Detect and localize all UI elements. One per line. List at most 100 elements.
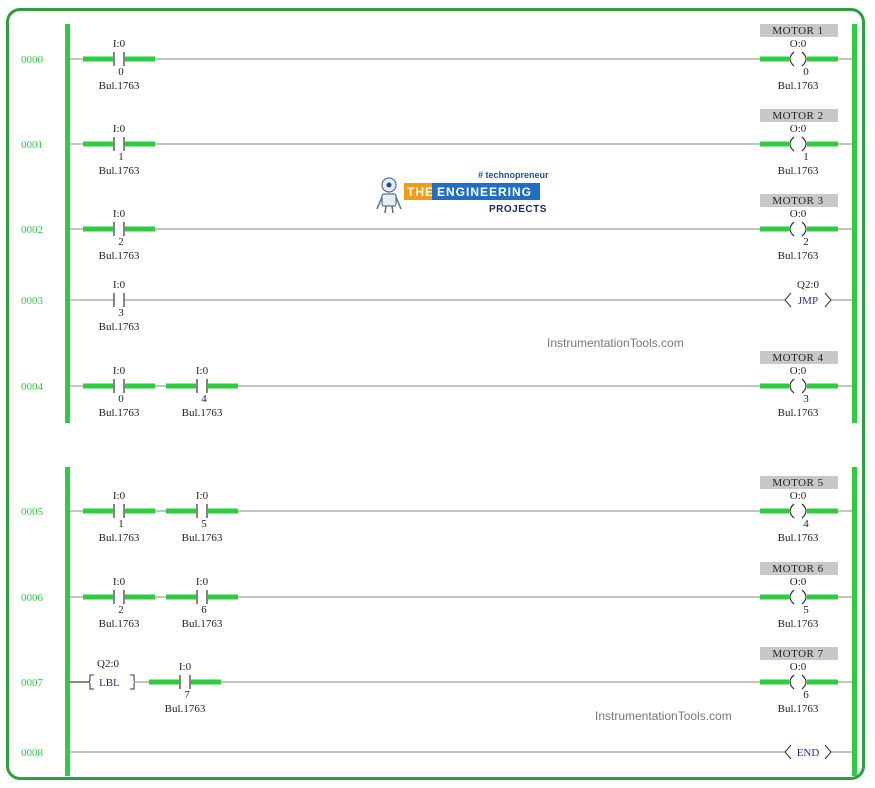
coil-gap: [789, 592, 807, 602]
coil-bit: 4: [803, 518, 809, 530]
coil-arc-right: [801, 221, 807, 237]
coil-arc-left: [789, 503, 795, 519]
rung-number: 0007: [21, 677, 44, 689]
contact-bit: 1: [118, 518, 124, 530]
contact-gap: [113, 382, 125, 390]
coil-address: O:0: [790, 661, 807, 673]
rung-number: 0006: [21, 592, 44, 604]
coil-gap: [789, 224, 807, 234]
contact-gap: [113, 225, 125, 233]
logo-projects: PROJECTS: [489, 204, 547, 215]
coil-arc-left: [789, 589, 795, 605]
contact-gap: [196, 593, 208, 601]
contact-bit: 2: [118, 236, 124, 248]
lbl-instruction: LBL: [99, 677, 120, 689]
logo-tagline: # technopreneur: [478, 170, 549, 180]
output-tag-bg: [760, 351, 838, 364]
output-tag: MOTOR 4: [772, 352, 823, 364]
lbl-wire: [67, 681, 90, 683]
output-tag: MOTOR 2: [772, 110, 823, 122]
contact-gap: [113, 507, 125, 515]
coil-arc-right: [801, 674, 807, 690]
contact-address: I:0: [196, 365, 209, 377]
contact-module: Bul.1763: [182, 532, 223, 544]
contact-address: I:0: [113, 208, 126, 220]
contact-gap: [113, 593, 125, 601]
output-tag: MOTOR 5: [772, 477, 823, 489]
jmp-instruction: JMP: [798, 295, 818, 307]
contact-address: I:0: [196, 490, 209, 502]
logo-the: THE: [407, 185, 434, 199]
contact-module: Bul.1763: [99, 250, 140, 262]
contact-address: I:0: [113, 123, 126, 135]
coil-address: O:0: [790, 208, 807, 220]
output-tag: MOTOR 7: [772, 648, 823, 660]
jmp-address: Q2:0: [797, 279, 820, 291]
rung-number: 0003: [21, 295, 44, 307]
rung-number: 0002: [21, 224, 43, 236]
contact-gap: [113, 55, 125, 63]
coil-gap: [789, 381, 807, 391]
instr-gap: [785, 745, 831, 759]
coil-arc-left: [789, 674, 795, 690]
coil-arc-right: [801, 378, 807, 394]
output-tag-bg: [760, 647, 838, 660]
contact-address: I:0: [113, 576, 126, 588]
coil-address: O:0: [790, 38, 807, 50]
contact-module: Bul.1763: [99, 80, 140, 92]
contact-module: Bul.1763: [99, 532, 140, 544]
contact-bit: 3: [118, 307, 124, 319]
coil-arc-right: [801, 589, 807, 605]
right-power-rail: [852, 24, 857, 423]
coil-gap: [789, 54, 807, 64]
watermark-top: InstrumentationTools.com: [547, 336, 684, 350]
coil-arc-left: [789, 136, 795, 152]
contact-gap: [113, 296, 125, 304]
instr-brackets: [784, 744, 832, 760]
output-tag-bg: [760, 476, 838, 489]
coil-module: Bul.1763: [778, 80, 819, 92]
engineering-projects-logo: # technopreneur THE ENGINEERING PROJECTS: [376, 170, 549, 215]
coil-arc-right: [801, 51, 807, 67]
left-power-rail: [65, 467, 70, 776]
robot-icon: [376, 177, 402, 214]
contact-address: I:0: [113, 279, 126, 291]
contact-module: Bul.1763: [182, 407, 223, 419]
end-instruction: END: [797, 747, 820, 759]
lbl-address: Q2:0: [97, 658, 120, 670]
coil-address: O:0: [790, 123, 807, 135]
coil-module: Bul.1763: [778, 250, 819, 262]
output-tag-bg: [760, 562, 838, 575]
contact-address: I:0: [113, 365, 126, 377]
coil-bit: 0: [803, 66, 809, 78]
coil-address: O:0: [790, 490, 807, 502]
coil-arc-left: [789, 51, 795, 67]
coil-bit: 2: [803, 236, 809, 248]
output-tag-bg: [760, 109, 838, 122]
coil-module: Bul.1763: [778, 407, 819, 419]
contact-address: I:0: [196, 576, 209, 588]
contact-bit: 6: [201, 604, 207, 616]
logo-engineering-badge: [432, 183, 540, 200]
diagram-frame: [6, 8, 865, 780]
coil-bit: 5: [803, 604, 809, 616]
contact-gap: [113, 140, 125, 148]
coil-module: Bul.1763: [778, 165, 819, 177]
coil-arc-left: [789, 378, 795, 394]
logo-the-badge: [404, 183, 432, 200]
left-power-rail: [65, 24, 70, 423]
coil-module: Bul.1763: [778, 703, 819, 715]
rung-number: 0001: [21, 139, 43, 151]
right-power-rail: [852, 467, 857, 776]
contact-module: Bul.1763: [99, 165, 140, 177]
instr-gap: [785, 293, 831, 307]
output-tag-bg: [760, 24, 838, 37]
coil-module: Bul.1763: [778, 532, 819, 544]
coil-arc-right: [801, 503, 807, 519]
rung-number: 0005: [21, 506, 44, 518]
coil-bit: 6: [803, 689, 809, 701]
watermark-bottom: InstrumentationTools.com: [595, 709, 732, 723]
contact-address: I:0: [179, 661, 192, 673]
coil-address: O:0: [790, 365, 807, 377]
rung-number: 0008: [21, 747, 44, 759]
